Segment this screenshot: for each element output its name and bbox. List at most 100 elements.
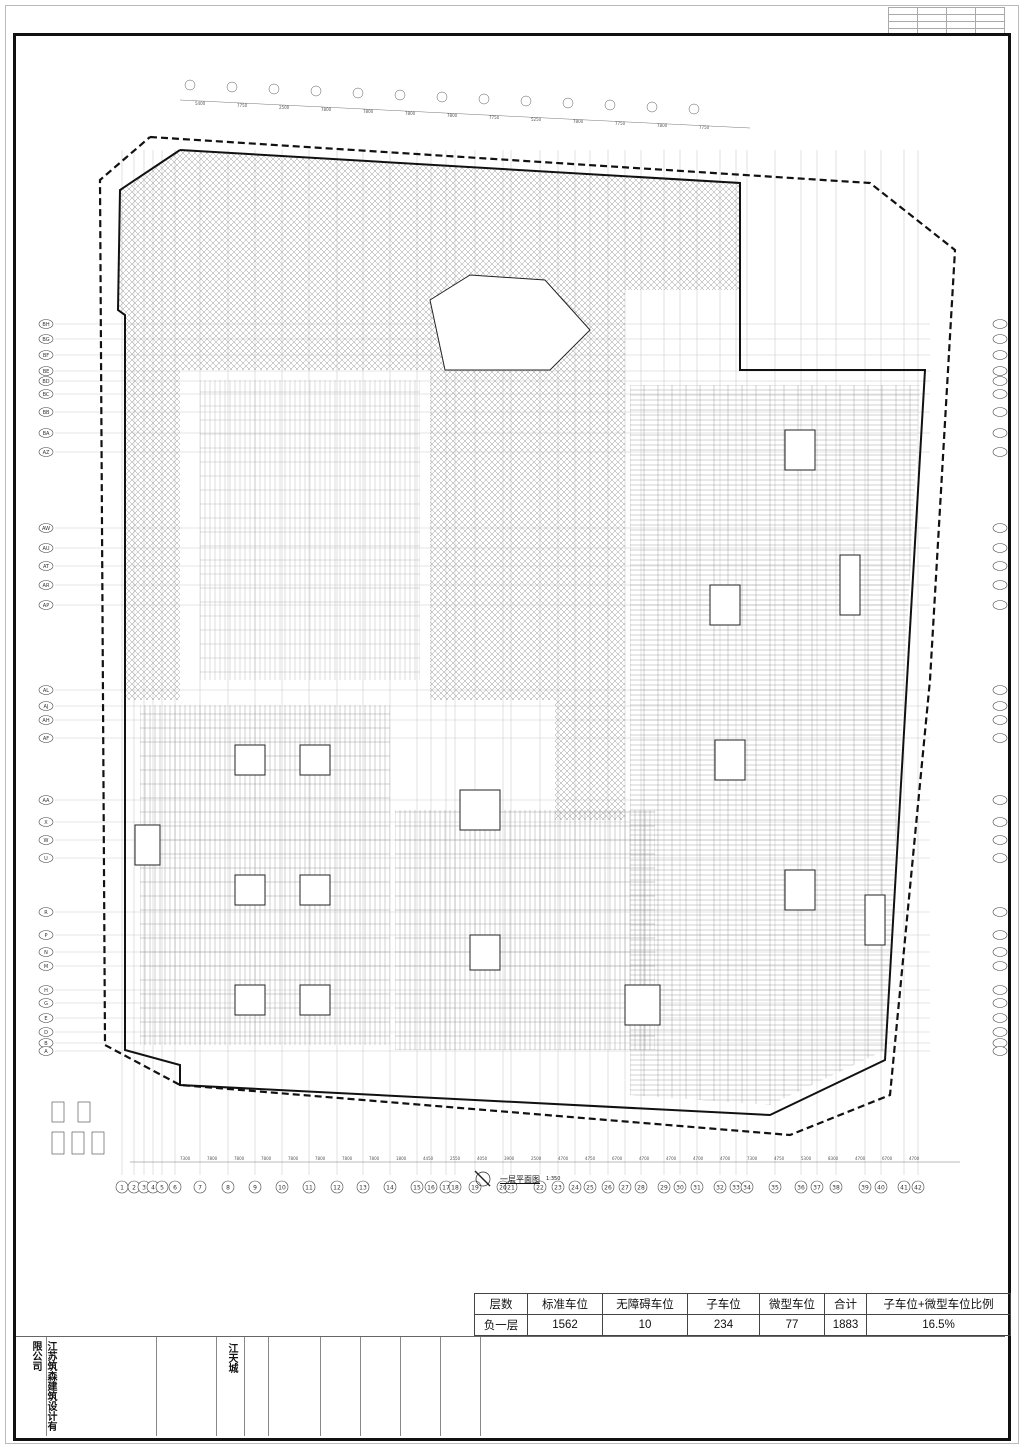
axis-label: 34 — [743, 1185, 751, 1192]
title-block-company-col: 江苏筑森建筑设计有限公司 — [16, 1337, 56, 1436]
sheet-outer-border — [5, 5, 1019, 1444]
axis-bubble-right — [992, 1038, 1008, 1048]
axis-bubble — [38, 561, 54, 571]
dimension-label: 7800 — [369, 1156, 380, 1161]
axis-label: 28 — [637, 1185, 645, 1192]
axis-label: 7 — [198, 1185, 202, 1192]
axis-bubble — [38, 985, 54, 995]
axis-bubble — [275, 1180, 289, 1194]
axis-label: 10 — [278, 1185, 286, 1192]
axis-label: AZ — [43, 450, 50, 456]
header-cell: 合计 — [824, 1293, 867, 1315]
axis-bubble — [794, 1180, 808, 1194]
axis-label: A — [44, 1049, 48, 1055]
axis-bubble-right — [992, 350, 1008, 360]
hatched-parking-zone — [118, 150, 740, 820]
dimension-label: 7800 — [573, 119, 584, 124]
axis-label: 31 — [693, 1185, 701, 1192]
axis-bubble-right — [992, 543, 1008, 553]
axis-bubble — [356, 1180, 370, 1194]
axis-bubble — [38, 447, 54, 457]
axis-label: 20 — [499, 1185, 507, 1192]
axis-label: 26 — [604, 1185, 612, 1192]
axis-label: 8 — [226, 1185, 230, 1192]
stall-detail-notes — [50, 1100, 120, 1162]
axis-bubble — [330, 1180, 344, 1194]
dimension-label: 7800 — [261, 1156, 272, 1161]
axis-bubble-top — [646, 101, 658, 113]
axis-label: AA — [43, 798, 51, 804]
axis-bubble — [38, 376, 54, 386]
axis-label: 19 — [471, 1185, 479, 1192]
header-cell: 子车位 — [687, 1293, 760, 1315]
axis-label: BB — [43, 410, 50, 416]
axis-bubble-top — [688, 103, 700, 115]
axis-bubble-right — [992, 523, 1008, 533]
dimension-label: 2550 — [450, 1156, 461, 1161]
axis-bubble — [618, 1180, 632, 1194]
drawing-title-text: 一层平面图 — [500, 1174, 540, 1184]
parking-stalls-right — [630, 385, 920, 1105]
dimension-label: 4700 — [666, 1156, 677, 1161]
axis-bubble — [568, 1180, 582, 1194]
dimension-label: 6700 — [612, 1156, 623, 1161]
axis-bubble — [424, 1180, 438, 1194]
header-cell: 无障碍车位 — [602, 1293, 688, 1315]
axis-bubble-right — [992, 961, 1008, 971]
axis-bubble-right — [992, 580, 1008, 590]
north-arrow-icon — [472, 1168, 494, 1190]
axis-bubble — [38, 366, 54, 376]
axis-bubble — [38, 523, 54, 533]
axis-label: 11 — [305, 1185, 313, 1192]
dimension-label: 6700 — [882, 1156, 893, 1161]
dimension-label: 7300 — [180, 1156, 191, 1161]
axis-bubble — [810, 1180, 824, 1194]
axis-bubble — [38, 350, 54, 360]
dimension-label: 4700 — [693, 1156, 704, 1161]
dimension-label: 1800 — [396, 1156, 407, 1161]
axis-bubble — [155, 1180, 169, 1194]
axis-bubble-right — [992, 1027, 1008, 1037]
building-outline — [116, 149, 927, 1117]
axis-label: BD — [42, 379, 49, 385]
table-row: 负一层 1562 10 234 77 1883 16.5% — [474, 1314, 1011, 1336]
axis-label: 35 — [771, 1185, 779, 1192]
axis-bubble — [551, 1180, 565, 1194]
axis-bubble — [38, 961, 54, 971]
axis-bubble-right — [992, 907, 1008, 917]
axis-bubble-top — [184, 79, 196, 91]
axis-label: AW — [42, 526, 50, 532]
axis-bubble — [673, 1180, 687, 1194]
title-block-col — [244, 1337, 269, 1436]
axis-bubble-top — [604, 99, 616, 111]
axis-bubble — [38, 1013, 54, 1023]
axis-bubble — [38, 715, 54, 725]
header-cell: 层数 — [474, 1293, 528, 1315]
axis-label: BG — [42, 337, 49, 343]
axis-label: 27 — [621, 1185, 629, 1192]
axis-bubble-right — [992, 1013, 1008, 1023]
parking-stalls-upper — [200, 380, 420, 680]
axis-bubble — [193, 1180, 207, 1194]
axis-bubble — [38, 600, 54, 610]
axis-label: 21 — [507, 1185, 515, 1192]
axis-label: W — [44, 838, 49, 844]
axis-label: 38 — [832, 1185, 840, 1192]
axis-bubble-top — [394, 89, 406, 101]
axis-label: R — [44, 910, 48, 916]
axis-label: BC — [43, 392, 50, 398]
axis-bubble-right — [992, 376, 1008, 386]
dimension-label: 7750 — [489, 115, 500, 120]
dimension-label: 7800 — [321, 107, 332, 112]
drawing-scale: 1:350 — [546, 1176, 561, 1182]
axis-bubble-right — [992, 389, 1008, 399]
dimension-label: 4700 — [909, 1156, 920, 1161]
dimension-line-top — [179, 99, 751, 129]
title-block-col — [440, 1337, 481, 1436]
axis-bubble-right — [992, 985, 1008, 995]
axis-bubble — [740, 1180, 754, 1194]
axis-bubble — [38, 817, 54, 827]
dimension-label: 7800 — [447, 113, 458, 118]
axis-label: BE — [43, 369, 50, 375]
